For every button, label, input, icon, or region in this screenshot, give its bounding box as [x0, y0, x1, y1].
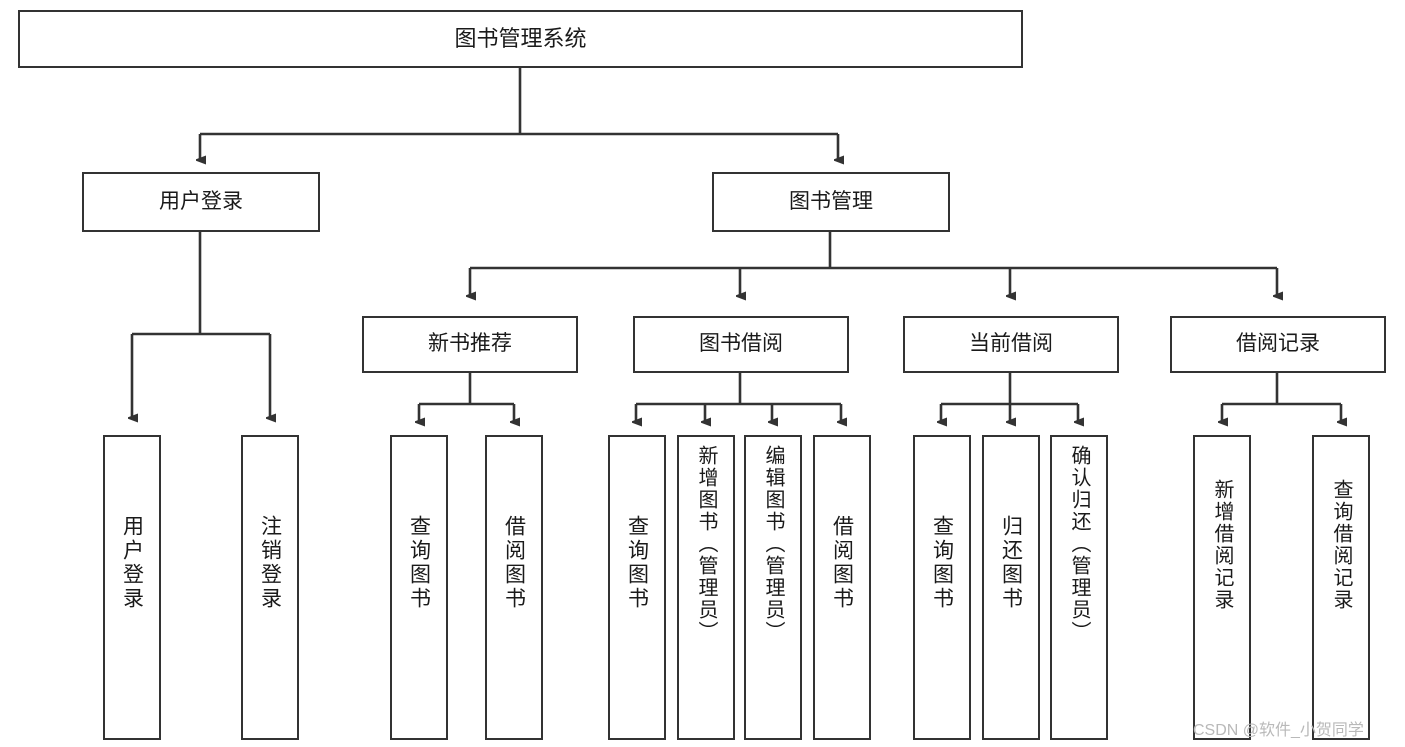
node-label: 当前借阅 [969, 332, 1053, 356]
node-label: 查询图书 [930, 515, 954, 611]
node-user-login[interactable]: 用户登录 [82, 172, 320, 232]
node-label: 查询图书 [625, 515, 649, 611]
node-book-management[interactable]: 图书管理 [712, 172, 950, 232]
leaf-user-login[interactable]: 用户登录 [103, 435, 161, 740]
node-book-borrow[interactable]: 图书借阅 [633, 316, 849, 373]
node-borrow-record[interactable]: 借阅记录 [1170, 316, 1386, 373]
leaf-query-borrow-record[interactable]: 查询借阅记录 [1312, 435, 1370, 740]
leaf-borrow-book[interactable]: 借阅图书 [813, 435, 871, 740]
node-label: 归还图书 [999, 515, 1023, 611]
node-label: 新增借阅记录 [1211, 479, 1233, 611]
node-label: 确认归还（管理员） [1068, 445, 1090, 643]
node-label: 查询借阅记录 [1330, 479, 1352, 611]
node-label: 借阅记录 [1236, 332, 1320, 356]
node-label: 新增图书（管理员） [695, 445, 717, 643]
node-label: 图书管理 [789, 189, 873, 213]
node-label: 借阅图书 [502, 515, 526, 611]
leaf-add-borrow-record[interactable]: 新增借阅记录 [1193, 435, 1251, 740]
node-label: 图书管理系统 [454, 26, 587, 52]
leaf-return-book[interactable]: 归还图书 [982, 435, 1040, 740]
node-label: 用户登录 [159, 189, 243, 213]
node-root-system[interactable]: 图书管理系统 [18, 10, 1023, 68]
node-new-book-recommend[interactable]: 新书推荐 [362, 316, 578, 373]
leaf-query-book-recommend[interactable]: 查询图书 [390, 435, 448, 740]
leaf-user-logout[interactable]: 注销登录 [241, 435, 299, 740]
leaf-edit-book-admin[interactable]: 编辑图书（管理员） [744, 435, 802, 740]
leaf-confirm-return-admin[interactable]: 确认归还（管理员） [1050, 435, 1108, 740]
node-label: 图书借阅 [699, 332, 783, 356]
node-current-borrow[interactable]: 当前借阅 [903, 316, 1119, 373]
node-label: 用户登录 [120, 515, 144, 611]
node-label: 查询图书 [407, 515, 431, 611]
node-label: 编辑图书（管理员） [762, 445, 784, 643]
leaf-query-book-current[interactable]: 查询图书 [913, 435, 971, 740]
leaf-borrow-book-recommend[interactable]: 借阅图书 [485, 435, 543, 740]
leaf-query-book-borrow[interactable]: 查询图书 [608, 435, 666, 740]
leaf-add-book-admin[interactable]: 新增图书（管理员） [677, 435, 735, 740]
node-label: 新书推荐 [428, 332, 512, 356]
node-label: 借阅图书 [830, 515, 854, 611]
node-label: 注销登录 [258, 515, 282, 611]
